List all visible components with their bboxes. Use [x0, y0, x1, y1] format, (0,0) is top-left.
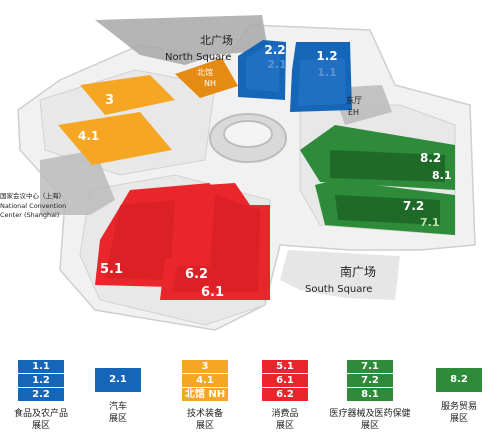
legend-medical-chip-2: 7.2	[347, 374, 393, 387]
hall-2-2-label: 2.2	[264, 43, 285, 57]
hall-8-1-label: 8.1	[432, 169, 452, 182]
legend-services-chip: 8.2	[436, 368, 482, 392]
legend-consumer-chip-2: 6.1	[262, 374, 308, 387]
east-hall-label-cn: 东厅	[346, 95, 362, 105]
hall-nh-label-cn: 北馆	[197, 67, 213, 77]
legend-consumer-chip-3: 6.2	[262, 388, 308, 401]
legend-food-label: 食品及农产品展区	[13, 409, 68, 431]
hall-6-block[interactable]	[160, 183, 270, 300]
hall-8-block[interactable]	[300, 125, 455, 190]
legend-food-chip-3: 2.2	[18, 388, 64, 401]
hall-1-2-label: 1.2	[316, 49, 337, 63]
hall-2-1-label: 2.1	[267, 58, 287, 71]
convention-center-label-en2: Center (Shanghai)	[0, 211, 59, 219]
hall-4-1-label: 4.1	[78, 129, 99, 143]
legend-food: 1.1 1.2 2.2 食品及农产品展区	[6, 360, 76, 432]
hall-3-label: 3	[105, 93, 114, 108]
south-square-label-en: South Square	[305, 284, 372, 295]
north-square-area	[95, 15, 268, 65]
hall-nh-label-en: NH	[204, 79, 216, 88]
legend-consumer-label: 消费品展区	[271, 409, 299, 431]
legend-tech-chip-1: 3	[182, 360, 228, 373]
south-square-area	[280, 250, 400, 300]
hall-6-1-label: 6.1	[201, 285, 224, 300]
legend-medical-chip-1: 7.1	[347, 360, 393, 373]
hall-7-1-label: 7.1	[420, 216, 440, 229]
convention-center-label-cn: 国家会议中心（上海）	[0, 191, 65, 200]
legend-tech-chip-2: 4.1	[182, 374, 228, 387]
central-plaza	[209, 113, 287, 163]
hall-1-1-label: 1.1	[317, 66, 337, 79]
hall-7-block[interactable]	[315, 180, 455, 235]
convention-center-area	[40, 150, 115, 215]
hall-nh-shape[interactable]	[175, 58, 238, 98]
hall-7-2-label: 7.2	[403, 199, 424, 213]
convention-center-label-en1: National Convention	[0, 202, 66, 210]
hall-4-1-shape[interactable]	[58, 112, 172, 165]
south-square-label-cn: 南广场	[340, 264, 376, 279]
legend-consumer-chip-1: 5.1	[262, 360, 308, 373]
hall-3-shape[interactable]	[80, 75, 175, 115]
legend-food-chip-1: 1.1	[18, 360, 64, 373]
legend-auto-label: 汽车展区	[108, 402, 127, 424]
legend-auto: 2.1 汽车展区	[88, 360, 148, 425]
legend-auto-chip: 2.1	[95, 368, 141, 392]
legend: 1.1 1.2 2.2 食品及农产品展区 2.1 汽车展区 3 4.1 北馆 N…	[0, 360, 500, 432]
venue-map: 北馆 NH 2.2 2.1 1.2 1.1 3 4.1 8.2 8.1 7.2 …	[0, 15, 476, 331]
legend-consumer: 5.1 6.1 6.2 消费品展区	[250, 360, 320, 432]
legend-tech: 3 4.1 北馆 NH 技术装备展区	[170, 360, 240, 432]
legend-tech-label: 技术装备展区	[186, 409, 223, 431]
legend-food-chip-2: 1.2	[18, 374, 64, 387]
legend-medical: 7.1 7.2 8.1 医疗器械及医药保健展区	[320, 360, 420, 432]
legend-services: 8.2 服务贸易展区	[424, 360, 494, 425]
hall-5-1-label: 5.1	[100, 262, 123, 277]
legend-services-label: 服务贸易展区	[440, 402, 477, 424]
north-square-label-cn: 北广场	[200, 33, 233, 47]
legend-tech-chip-3: 北馆 NH	[182, 388, 228, 401]
legend-medical-chip-3: 8.1	[347, 388, 393, 401]
east-hall-label-en: EH	[348, 108, 359, 117]
legend-medical-label: 医疗器械及医药保健展区	[329, 409, 411, 431]
hall-1-block[interactable]	[290, 42, 352, 112]
hall-2-block[interactable]	[238, 40, 286, 100]
hall-8-2-label: 8.2	[420, 151, 441, 165]
hall-6-2-label: 6.2	[185, 267, 208, 282]
north-square-label-en: North Square	[165, 52, 231, 63]
